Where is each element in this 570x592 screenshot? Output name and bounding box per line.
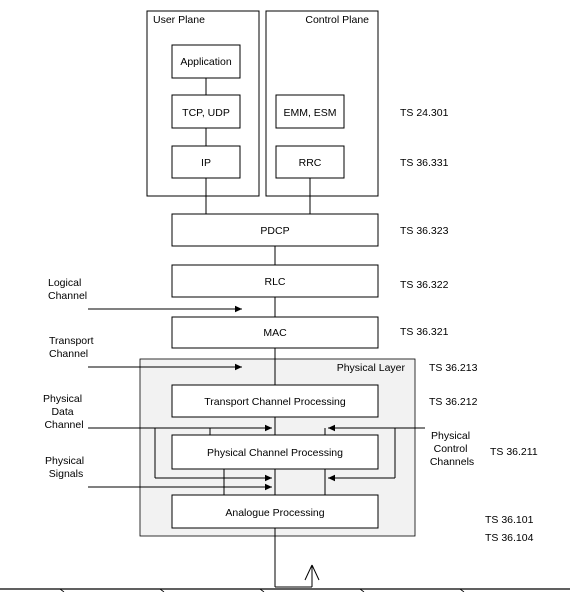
physical-layer-title: Physical Layer (337, 362, 406, 374)
transport-channel-processing-box: Transport Channel Processing (171, 384, 379, 418)
control-plane-container (265, 10, 379, 197)
analogue-processing-box: Analogue Processing (171, 494, 379, 529)
physical-channel-processing-box: Physical Channel Processing (171, 434, 379, 470)
mac-box: MAC (171, 316, 379, 349)
spec-ts-36-211: TS 36.211 (490, 446, 538, 458)
emm-esm-box: EMM, ESM (275, 94, 345, 129)
emm-esm-label: EMM, ESM (283, 107, 336, 119)
transport-channel-processing-label: Transport Channel Processing (204, 396, 346, 408)
spec-ts-36-331: TS 36.331 (400, 157, 449, 169)
physical-data-channel-label: Physical Data Channel (43, 393, 85, 431)
arrows (88, 305, 425, 491)
spec-ts-36-322: TS 36.322 (400, 279, 449, 291)
physical-channel-processing-label: Physical Channel Processing (207, 447, 343, 459)
spec-ts-36-213: TS 36.213 (429, 362, 478, 374)
user-plane-container (146, 10, 260, 197)
ip-box: IP (171, 145, 241, 179)
tcp-udp-label: TCP, UDP (182, 107, 230, 119)
analogue-processing-label: Analogue Processing (225, 507, 324, 519)
rrc-label: RRC (299, 157, 322, 169)
control-plane-title: Control Plane (305, 14, 369, 26)
rrc-box: RRC (275, 145, 345, 179)
spec-ts-24-301: TS 24.301 (400, 107, 449, 119)
application-box: Application (171, 44, 241, 79)
tcp-udp-box: TCP, UDP (171, 94, 241, 129)
rlc-label: RLC (264, 276, 285, 288)
mac-label: MAC (263, 327, 287, 339)
logical-channel-label: Logical Channel (48, 277, 87, 302)
spec-ts-36-321: TS 36.321 (400, 326, 449, 338)
physical-signals-label: Physical Signals (45, 455, 87, 480)
physical-control-channels-label: Physical Control Channels (430, 430, 474, 468)
ip-label: IP (201, 157, 211, 169)
pdcp-box: PDCP (171, 213, 379, 247)
rlc-box: RLC (171, 264, 379, 298)
spec-ts-36-101: TS 36.101 (485, 514, 534, 526)
transport-channel-label: Transport Channel (49, 335, 96, 360)
spec-ts-36-323: TS 36.323 (400, 225, 449, 237)
application-label: Application (180, 56, 232, 68)
spec-ts-36-212: TS 36.212 (429, 396, 478, 408)
spec-ts-36-104: TS 36.104 (485, 532, 534, 544)
pdcp-label: PDCP (260, 225, 289, 237)
user-plane-title: User Plane (153, 14, 205, 26)
